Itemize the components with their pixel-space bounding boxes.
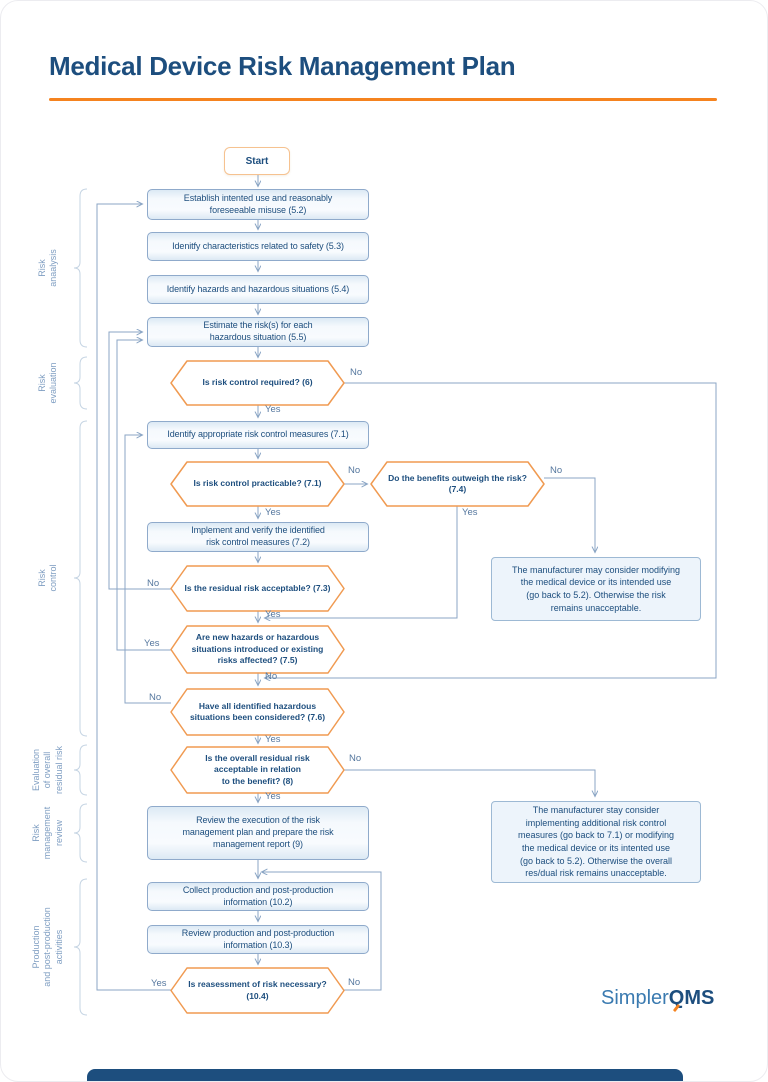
section-label-risk-control: Risk control <box>36 564 58 592</box>
edge-label-yes-7-6: Yes <box>265 734 281 745</box>
edge-label-no-7-1: No <box>348 465 361 476</box>
edge-label-no-7-5: No <box>265 671 278 682</box>
section-brackets <box>73 188 88 1016</box>
decision-benefits-outweigh-7-4: Do the benefits outweigh the risk? (7.4) <box>388 472 527 494</box>
decision-all-situations-considered-7-6: Have all identified hazardous situations… <box>189 700 326 722</box>
logo-q-letter: Q <box>669 987 684 1013</box>
decision-reassessment-necessary-10-4: Is reasessment of risk necessary? (10.4) <box>188 979 327 1001</box>
connector-arrows <box>96 175 717 991</box>
decision-hexagons <box>170 360 545 1014</box>
note-manufacturer-additional-measures: The manufacturer stay consider implement… <box>491 801 701 883</box>
logo-rest: MS <box>684 987 715 1009</box>
edge-label-no-7-4: No <box>550 465 563 476</box>
process-establish-intended-use-5-2: Establish intented use and reasonably fo… <box>147 189 369 220</box>
process-identify-control-measures-7-1: Identify appropriate risk control measur… <box>147 421 369 449</box>
process-review-production-info-10-3: Review production and post-production in… <box>147 925 369 954</box>
decision-overall-residual-risk-8: Is the overall residual risk acceptable … <box>205 752 310 786</box>
process-collect-production-info-10-2: Collect production and post-production i… <box>147 882 369 911</box>
section-label-risk-evaluation: Risk evaluation <box>36 362 58 404</box>
decision-residual-risk-acceptable-7-3: Is the residual risk acceptable? (7.3) <box>184 582 331 593</box>
title-underline <box>49 98 717 101</box>
edge-label-no-6: No <box>350 367 363 378</box>
section-label-production-post-production: Production and post-production activitie… <box>31 907 64 987</box>
note-manufacturer-modify-device: The manufacturer may consider modifying … <box>491 557 701 621</box>
edge-label-yes-7-3: Yes <box>265 609 281 620</box>
decision-risk-control-required-6: Is risk control required? (6) <box>202 377 313 388</box>
process-identify-hazards-5-4: Identify hazards and hazardous situation… <box>147 275 369 304</box>
edge-label-yes-7-1: Yes <box>265 507 281 518</box>
process-estimate-risks-5-5: Estimate the risk(s) for each hazardous … <box>147 317 369 347</box>
edge-label-yes-6: Yes <box>265 404 281 415</box>
footer-navy-bar <box>87 1069 683 1081</box>
edge-label-yes-8: Yes <box>265 791 281 802</box>
edge-label-yes-10-4: Yes <box>151 978 167 989</box>
edge-label-no-10-4: No <box>348 977 361 988</box>
start-node: Start <box>224 147 290 175</box>
process-review-execution-9: Review the execution of the risk managem… <box>147 806 369 860</box>
edge-label-no-8: No <box>349 753 362 764</box>
decision-risk-control-practicable-7-1: Is risk control practicable? (7.1) <box>193 478 322 489</box>
logo-prefix: Simpler <box>601 987 669 1009</box>
edge-label-no-7-6: No <box>149 692 162 703</box>
page-title: Medical Device Risk Management Plan <box>49 51 516 81</box>
process-identify-characteristics-5-3: Idenitfy characteristics related to safe… <box>147 232 369 261</box>
edge-label-no-7-3: No <box>147 578 160 589</box>
decision-new-hazards-7-5: Are new hazards or hazardous situations … <box>191 632 324 666</box>
process-implement-verify-7-2: Implement and verify the identified risk… <box>147 522 369 552</box>
edge-label-yes-7-5: Yes <box>144 638 160 649</box>
edge-label-yes-7-4: Yes <box>462 507 478 518</box>
